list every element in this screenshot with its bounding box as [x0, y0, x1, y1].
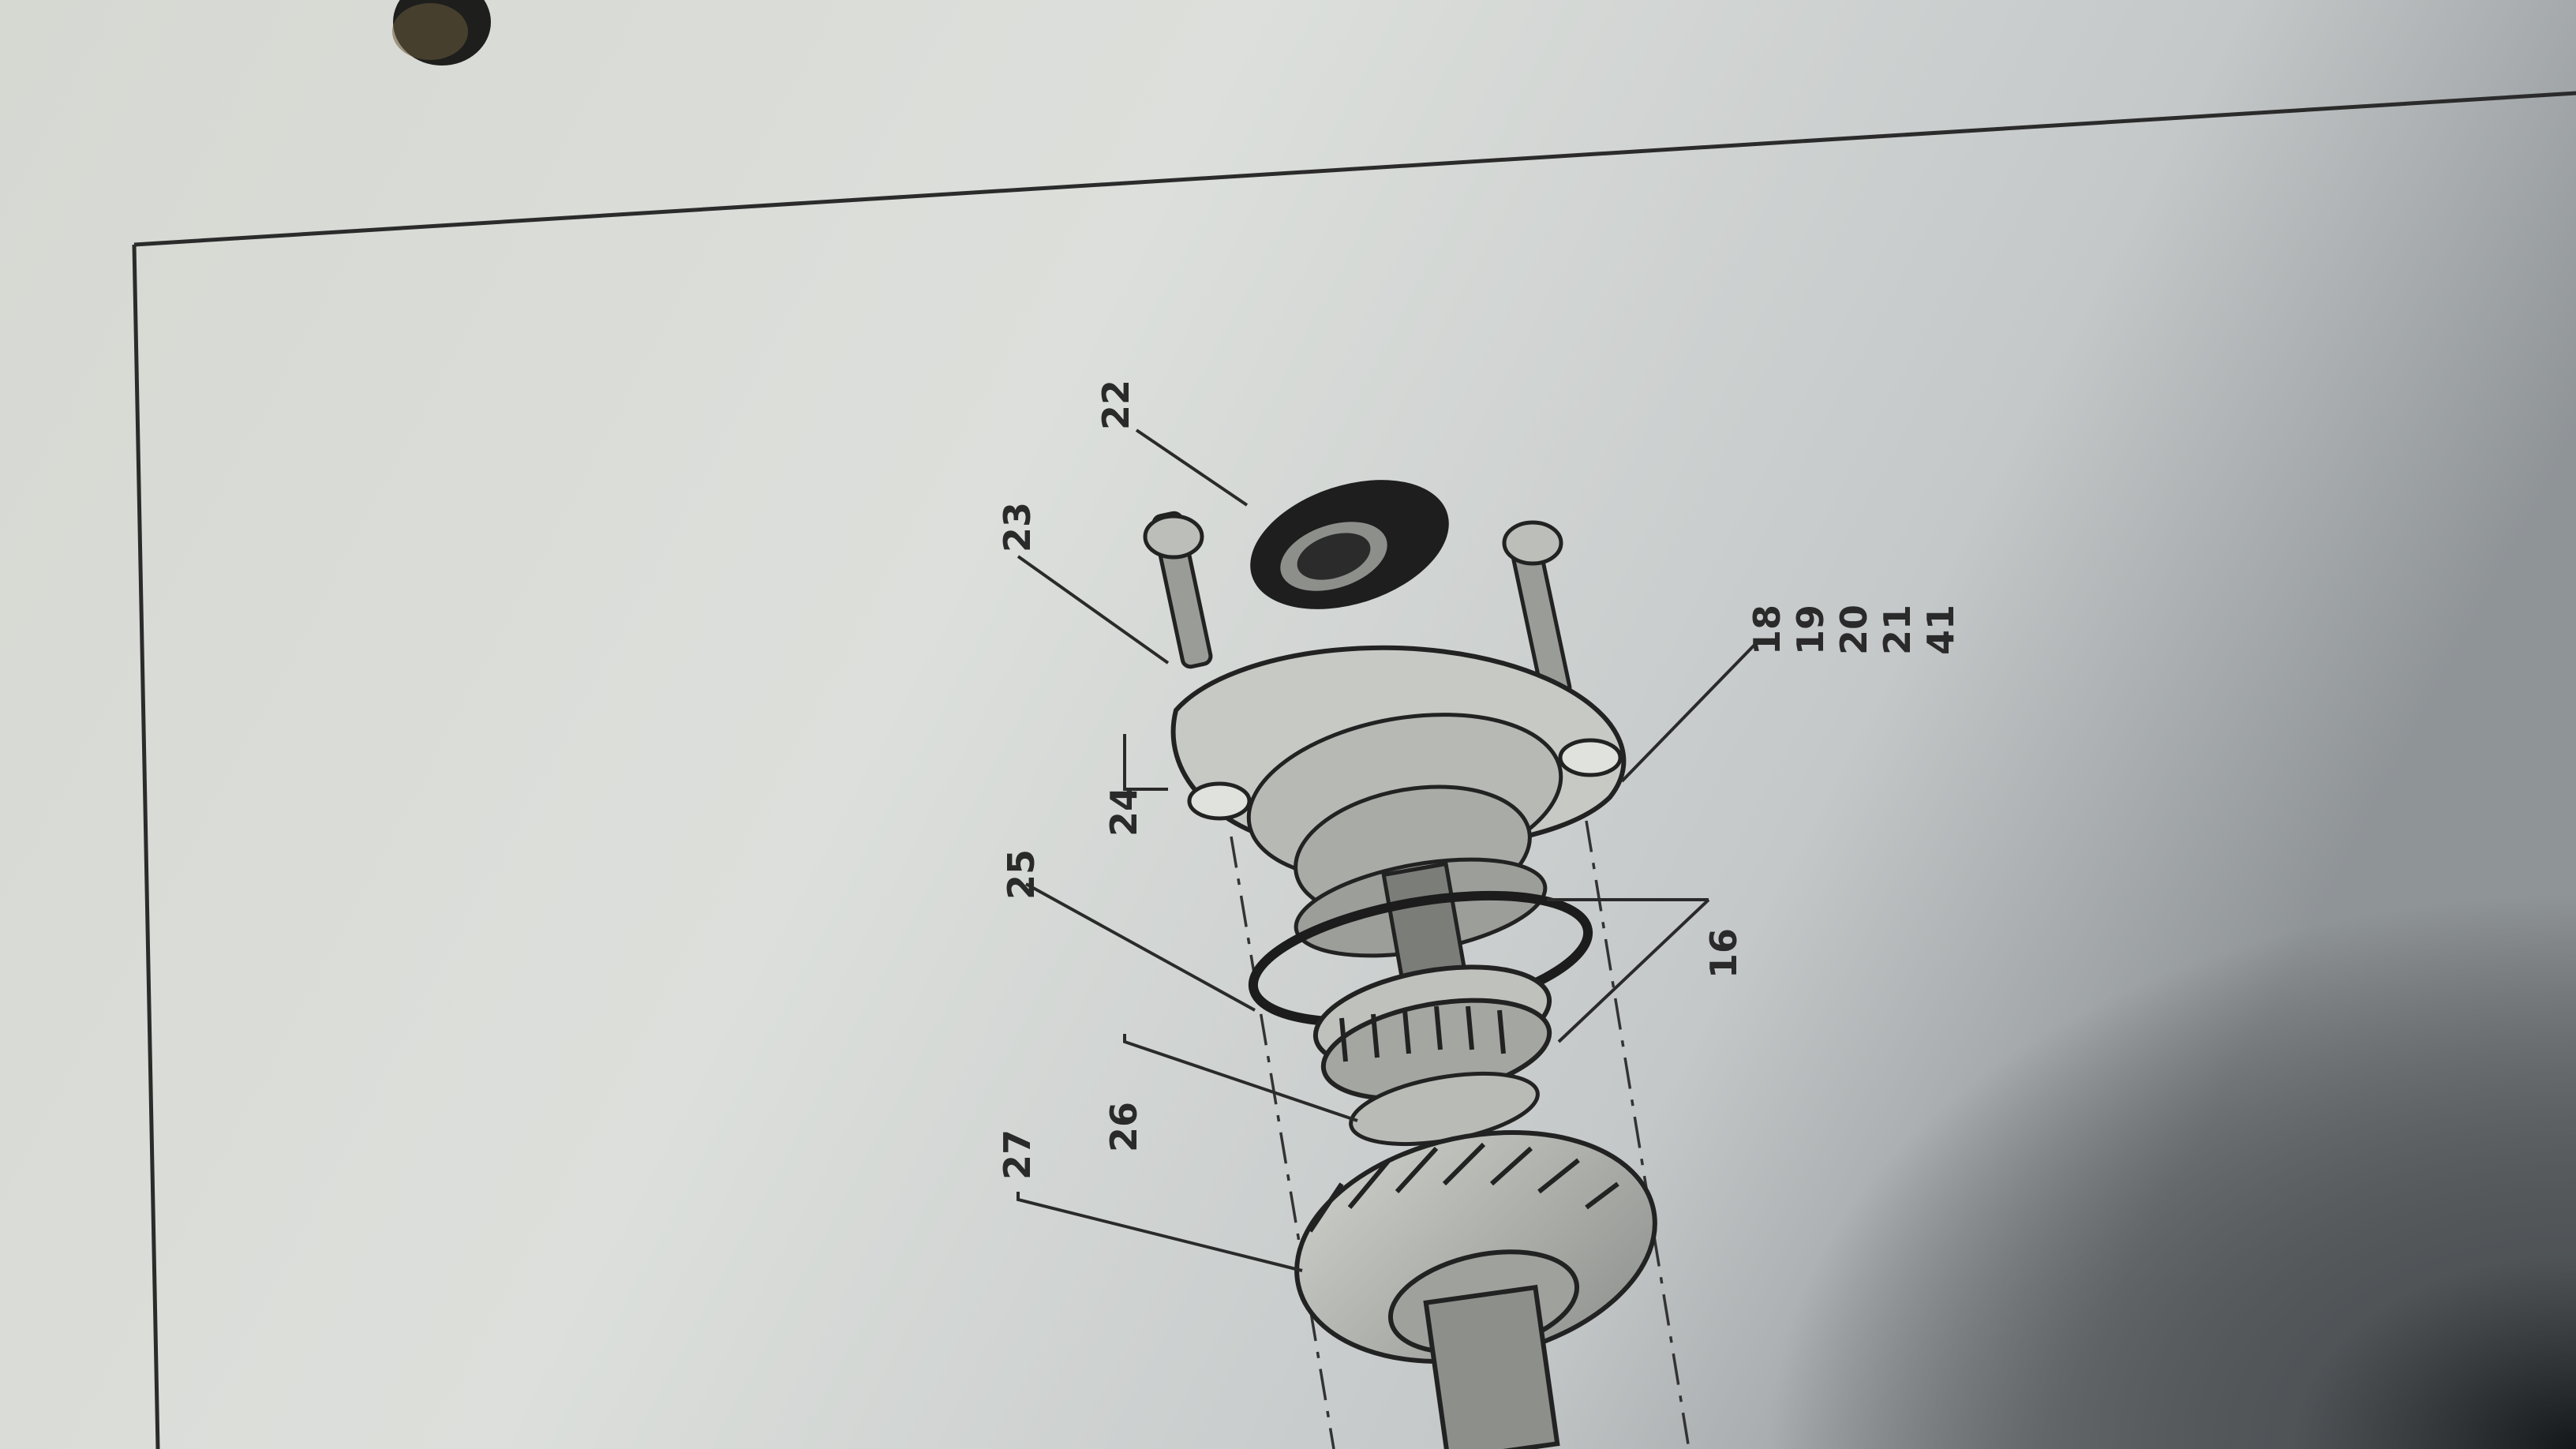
callout-41: 41: [1919, 605, 1962, 655]
leader-23: [1017, 555, 1170, 665]
callout-26: 26: [1103, 1102, 1145, 1152]
leader-16b: [1557, 898, 1710, 1043]
callout-22: 22: [1095, 380, 1137, 430]
roller-bearing-part: [1312, 964, 1552, 1102]
page-frame-border: [132, 91, 2576, 1449]
leader-24: [1123, 734, 1168, 791]
leader-18: [1620, 638, 1762, 783]
leader-22: [1135, 429, 1249, 507]
callout-27: 27: [996, 1129, 1039, 1180]
cap-screw-part: [1143, 511, 1572, 701]
corner-shadow: [1500, 710, 2576, 1449]
leader-26: [1123, 1034, 1358, 1122]
centerline-right: [1585, 820, 1690, 1449]
callout-labels: 22 23 24 25 26 27 16 18 19 20 21 41: [996, 380, 1962, 1180]
leader-27: [1017, 1192, 1303, 1272]
callout-24: 24: [1103, 786, 1145, 837]
oil-seal-part: [1250, 480, 1449, 609]
callout-25: 25: [1000, 849, 1043, 900]
callout-19: 19: [1789, 605, 1832, 655]
binder-hole-rim: [392, 3, 468, 60]
callout-23: 23: [996, 502, 1039, 552]
callout-20: 20: [1833, 605, 1875, 655]
leader-25: [1025, 882, 1256, 1012]
centerline-left: [1230, 836, 1335, 1449]
bevel-gear-part: [1294, 1129, 1657, 1449]
callout-18: 18: [1746, 605, 1788, 655]
exploded-diagram: [1017, 429, 1762, 1449]
callout-21: 21: [1876, 605, 1919, 655]
callout-16: 16: [1702, 928, 1745, 979]
